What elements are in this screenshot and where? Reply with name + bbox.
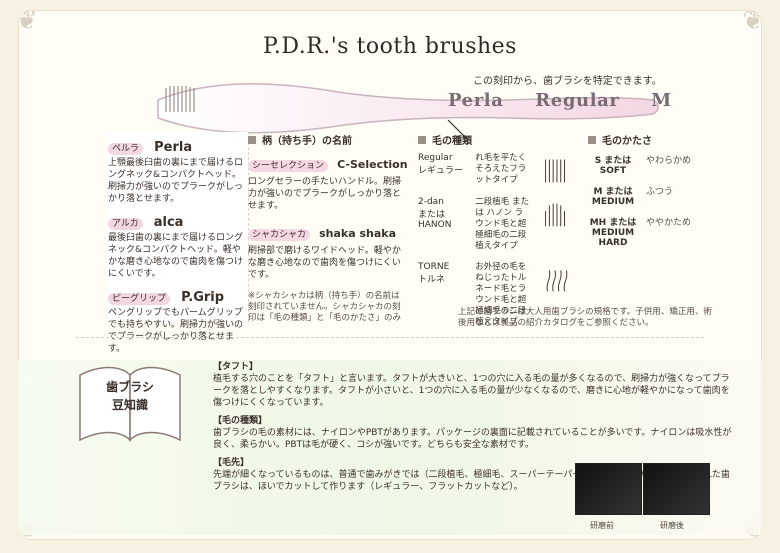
- photo-caption-before: 研磨前: [590, 521, 614, 530]
- card: ❦ ❦ ❦ ❦ P.D.R.'s tooth brushes この刻印から、歯ブ…: [18, 10, 762, 540]
- stiffness-row-medium: M または MEDIUM ふつう: [588, 184, 708, 207]
- book-badge: 歯ブラシ 豆知識: [70, 360, 190, 455]
- stiffness-square-icon: [588, 135, 596, 144]
- stiffness-panel: 毛のかたさ S または SOFT やわらかめ M または MEDIUM ふつう …: [588, 132, 708, 322]
- brand-perla-desc: 上顎最後臼歯の裏にまで届けるロングネック&コンパクトヘッド。刷掃力が強いのでプラ…: [108, 158, 244, 204]
- footnote: 上記の歯ブラシは大人用歯ブラシの規格です。子供用、矯正用、術後用などは製品の紹介…: [458, 307, 712, 328]
- hair-row-torne-key-en: TORNE: [418, 262, 450, 272]
- brand-pgrip-desc: ペングリップでもパームグリップでも持ちやすい。刷掃力が強いのでプラークがしっかり…: [108, 308, 244, 354]
- hair-header: 毛の種類: [418, 132, 578, 147]
- hair-row-regular-desc: れ毛を平たくそろえたフラットタイプ: [475, 153, 527, 185]
- brand-alca-jp: アルカ: [108, 218, 143, 230]
- photo-caption-after: 研磨後: [660, 521, 684, 530]
- hair-label: 毛の種類: [432, 136, 472, 147]
- bristle-torne-icon: [546, 270, 568, 292]
- stiffness-row-soft: S または SOFT やわらかめ: [588, 153, 708, 176]
- bristle-photo-after: [643, 463, 710, 515]
- hair-row-torne: TORNE トルネ お外径の毛をねじったトルネード毛とラウンド毛と超極細毛の二段…: [418, 262, 578, 328]
- hair-row-regular-key-en: Regular: [418, 153, 453, 163]
- engraving-m: M: [651, 90, 672, 111]
- handle-panel: 柄（持ち手）の名前 シーセレクション C-Selection ロングセラーの手た…: [248, 132, 408, 323]
- top-note: この刻印から、歯ブラシを特定できます。: [473, 76, 662, 87]
- handle-item-shaka-desc: 刷掃部で磨けるワイドヘッド。軽やかな磨き心地なので歯肉を傷つけにくいです。: [248, 246, 401, 280]
- bristle-two-step-icon: [545, 203, 566, 227]
- brand-alca-en: alca: [153, 215, 184, 230]
- tips-heading-1: 【タフト】: [213, 362, 259, 372]
- hair-row-torne-desc: お外径の毛をねじったトルネード毛とラウンド毛と超極細毛の二段植えタイプ: [475, 262, 527, 327]
- open-book-icon: [79, 366, 181, 442]
- left-brand-panel: ペルラ Perla 上顎最後臼歯の裏にまで届けるロングネック&コンパクトヘッド。…: [108, 132, 249, 354]
- handle-item-c-selection-desc: ロングセラーの手たいハンドル。刷掃力が強いのでプラークがしっかり落とせます。: [248, 177, 402, 211]
- hair-square-icon: [418, 135, 426, 144]
- handle-header: 柄（持ち手）の名前: [248, 132, 408, 147]
- brand-pgrip: ピーグリップ P.Grip ペングリップでもパームグリップでも持ちやすい。刷掃力…: [108, 286, 248, 355]
- lace-corner-top-left: ❦: [18, 10, 38, 36]
- stiffness-row-soft-value: やわらかめ: [646, 156, 692, 166]
- handle-item-shaka: シャカシャカ shaka shaka 刷掃部で磨けるワイドヘッド。軽やかな磨き心…: [248, 222, 408, 281]
- brand-alca-desc: 最後臼歯の裏にまで届けるロングネック&コンパクトヘッド。軽やかな磨き心地なので歯…: [108, 233, 244, 279]
- brand-pgrip-jp: ピーグリップ: [108, 293, 171, 305]
- handle-item-c-selection: シーセレクション C-Selection ロングセラーの手たいハンドル。刷掃力が…: [248, 153, 408, 212]
- handle-item-c-selection-jp: シーセレクション: [248, 160, 329, 172]
- brand-perla-jp: ペルラ: [108, 143, 144, 155]
- hair-row-2dan-key-en: 2-dan: [418, 197, 444, 207]
- brand-pgrip-en: P.Grip: [181, 290, 225, 305]
- book-label-2: 豆知識: [111, 398, 148, 412]
- hair-row-regular: Regular レギュラー れ毛を平たくそろえたフラットタイプ: [418, 153, 578, 187]
- hair-row-2dan-key: 2-dan または HANON: [418, 197, 467, 252]
- handle-note: ※シャカシャカは柄（持ち手）の名前は刻印されていません。シャカシャカの刻印は「毛…: [248, 291, 402, 323]
- tips-text: 【タフト】 植毛する穴のことを「タフト」と言います。タフトが大きいと、1つの穴に…: [213, 355, 733, 493]
- book-label-1: 歯ブラシ: [106, 380, 154, 394]
- hair-panel: 毛の種類 Regular レギュラー れ毛を平たくそろえたフラットタイプ 2-d…: [418, 132, 578, 327]
- stiffness-row-medium-hard-value: ややかため: [646, 218, 692, 228]
- tips-heading-2: 【毛の種類】: [213, 416, 268, 426]
- hair-row-2dan: 2-dan または HANON 二段植毛 または ハノン ラウンド毛と超極細毛の…: [418, 197, 578, 252]
- handle-label: 柄（持ち手）の名前: [262, 136, 352, 147]
- tips-paragraph-3: 先端が細くなっているものは、普通で歯みがきでは（二段植毛、極細毛、スーパーテーパ…: [213, 470, 730, 492]
- stiffness-row-medium-value: ふつう: [646, 187, 674, 197]
- engraving-perla: Perla: [448, 90, 504, 111]
- toothbrush-illustration: [148, 70, 668, 141]
- hair-row-torne-key-jp: トルネ: [418, 275, 446, 285]
- brand-perla-en: Perla: [154, 140, 193, 155]
- handle-square-icon: [248, 135, 256, 144]
- engraving: Perla Regular M: [448, 90, 672, 111]
- bristle-flat-icon: [545, 159, 566, 183]
- hair-row-2dan-key-jp: または HANON: [418, 210, 452, 230]
- stiffness-row-medium-hard: MH または MEDIUM HARD ややかため: [588, 215, 708, 248]
- tips-paragraph-1: 植毛する穴のことを「タフト」と言います。タフトが大きいと、1つの穴に入る毛の量が…: [213, 374, 730, 408]
- brand-perla: ペルラ Perla 上顎最後臼歯の裏にまで届けるロングネック&コンパクトヘッド。…: [108, 136, 248, 205]
- hair-row-torne-key: TORNE トルネ: [418, 262, 467, 328]
- stiffness-row-soft-key: S または SOFT: [594, 156, 632, 176]
- lace-corner-top-right: ❦: [742, 10, 762, 36]
- bristle-photo-before: [575, 463, 642, 515]
- handle-item-c-selection-en: C-Selection: [337, 158, 408, 171]
- handle-item-shaka-jp: シャカシャカ: [248, 229, 311, 241]
- stiffness-row-medium-hard-key: MH または MEDIUM HARD: [589, 218, 637, 248]
- engraving-regular: Regular: [535, 90, 620, 111]
- tips-heading-3: 【毛先】: [213, 458, 250, 468]
- toothbrush-icon: [157, 83, 659, 141]
- tips-paragraph-2: 歯ブラシの毛の素材には、ナイロンやPBTがあります。パッケージの裏面に記載されて…: [213, 428, 732, 450]
- hair-row-regular-key: Regular レギュラー: [418, 153, 467, 187]
- stiffness-header: 毛のかたさ: [588, 132, 708, 147]
- section-divider: [76, 337, 704, 338]
- brand-alca: アルカ alca 最後臼歯の裏にまで届けるロングネック&コンパクトヘッド。軽やか…: [108, 211, 248, 280]
- hair-row-2dan-desc: 二段植毛 または ハノン ラウンド毛と超極細毛の二段植えタイプ: [475, 197, 529, 251]
- page-title: P.D.R.'s tooth brushes: [263, 34, 517, 59]
- stiffness-label: 毛のかたさ: [602, 136, 652, 147]
- stiffness-row-medium-key: M または MEDIUM: [591, 187, 635, 207]
- hair-row-regular-key-jp: レギュラー: [418, 166, 464, 176]
- handle-item-shaka-en: shaka shaka: [319, 227, 397, 240]
